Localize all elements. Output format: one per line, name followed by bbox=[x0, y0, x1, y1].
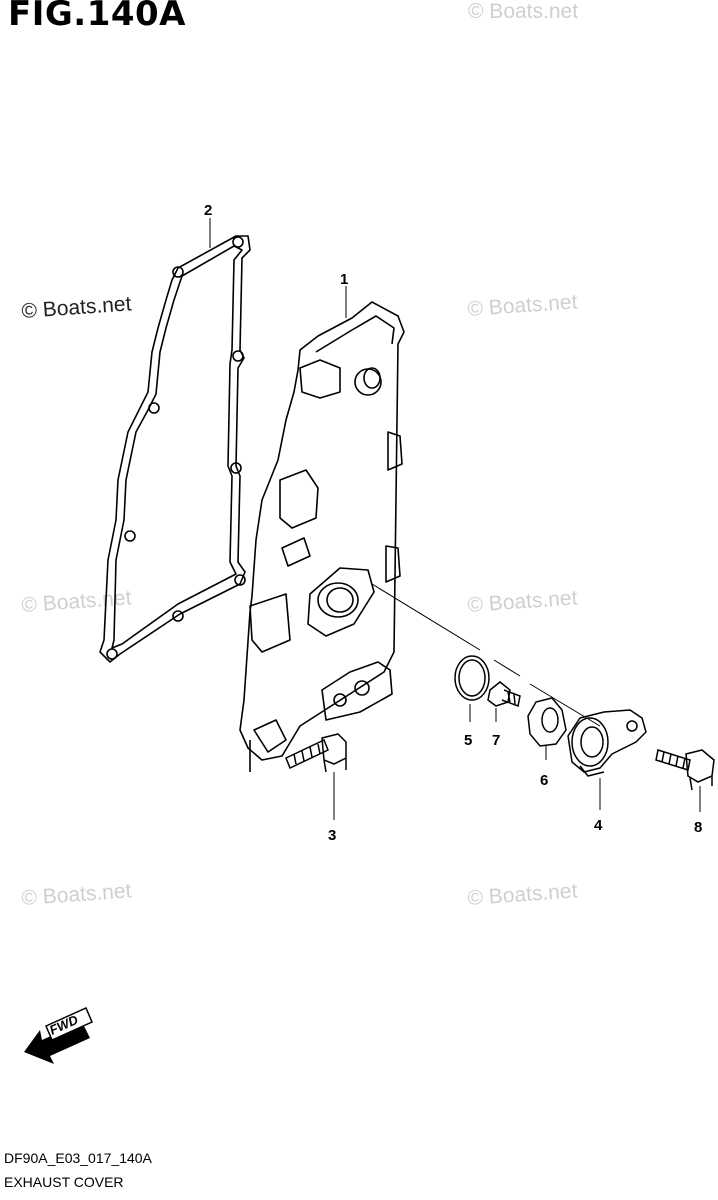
watermark-top-right: © Boats.net bbox=[468, 0, 578, 23]
callout-5[interactable]: 5 bbox=[464, 732, 472, 749]
callout-2[interactable]: 2 bbox=[204, 202, 212, 219]
part-3-bolt[interactable] bbox=[285, 733, 347, 773]
watermark-mid-right: © Boats.net bbox=[467, 586, 579, 617]
part-1-exhaust-cover[interactable] bbox=[239, 301, 405, 772]
watermark-low-left: © Boats.net bbox=[21, 879, 133, 910]
part-8-flange-bolt[interactable] bbox=[655, 749, 715, 791]
model-code: DF90A_E03_017_140A bbox=[4, 1150, 152, 1166]
callout-1[interactable]: 1 bbox=[340, 271, 348, 288]
callout-8[interactable]: 8 bbox=[694, 819, 702, 836]
fwd-arrow-icon: FWD bbox=[24, 1007, 93, 1064]
callout-7[interactable]: 7 bbox=[492, 732, 500, 749]
part-7-small-bolt[interactable] bbox=[487, 681, 521, 708]
figure-title: FIG.140A bbox=[8, 0, 186, 34]
callout-3[interactable]: 3 bbox=[328, 827, 336, 844]
part-6-collar[interactable] bbox=[527, 697, 567, 747]
part-2-gasket[interactable] bbox=[99, 235, 251, 663]
callout-6[interactable]: 6 bbox=[540, 772, 548, 789]
watermark-upper-right: © Boats.net bbox=[467, 290, 579, 321]
watermark-gasket: © Boats.net bbox=[21, 292, 133, 323]
callout-4[interactable]: 4 bbox=[594, 817, 603, 834]
part-5-o-ring[interactable] bbox=[454, 655, 490, 701]
watermark-low-right: © Boats.net bbox=[467, 879, 579, 910]
assembly-axis-line bbox=[371, 583, 601, 727]
part-4-cover-cap[interactable] bbox=[567, 709, 647, 777]
diagram-caption: EXHAUST COVER bbox=[4, 1174, 124, 1190]
